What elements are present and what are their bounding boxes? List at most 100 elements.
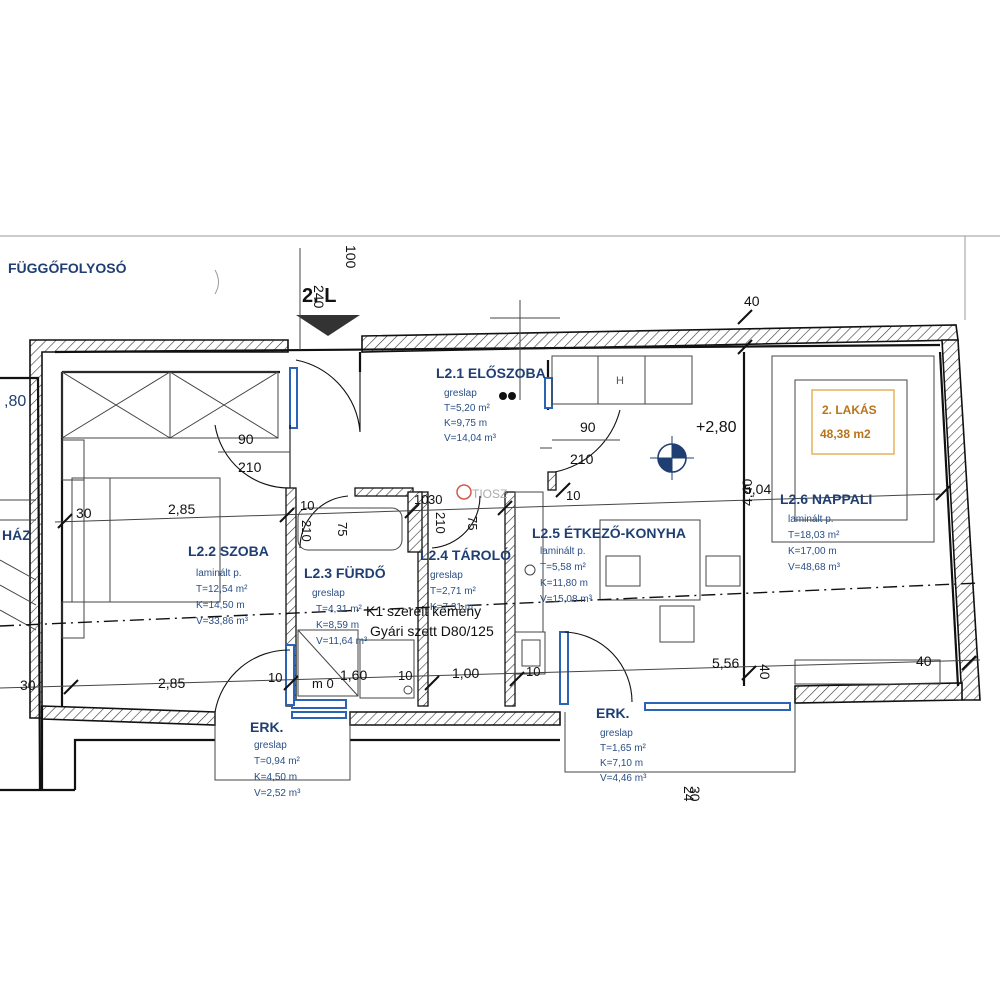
- balcony-2-outline: [564, 703, 796, 773]
- room-furdo-v: V=11,64 m³: [316, 636, 368, 647]
- section-axis: [0, 582, 981, 627]
- room-nappali-floor: laminált p.: [788, 514, 834, 525]
- room-szoba-k: K=14,50 m: [196, 600, 245, 611]
- wall-furdo-top: [354, 487, 414, 497]
- room-furdo-t: T=4,31 m²: [316, 604, 363, 615]
- room-tarolo-name: L2.4 TÁROLÓ: [420, 546, 511, 563]
- dim-m0: m 0: [312, 676, 334, 691]
- dim-door-szoba-h: 210: [238, 459, 262, 475]
- watermark: TIOSZ: [472, 487, 507, 501]
- dim-556: 5,56: [712, 655, 739, 671]
- room-furdo-name: L2.3 FÜRDŐ: [304, 564, 386, 581]
- apartment-label: 2. LAKÁS: [822, 402, 877, 417]
- room-erk2-k: K=7,10 m: [600, 758, 643, 769]
- room-erk1-t: T=0,94 m²: [254, 756, 301, 767]
- room-erk1-v: V=2,52 m³: [254, 788, 301, 799]
- room-erk1-name: ERK.: [250, 719, 283, 735]
- wall-furdo-tarolo: [417, 491, 429, 707]
- dim-210-tarolo: 210: [433, 512, 448, 534]
- dim-30-bottom: 30: [687, 786, 703, 802]
- balcony-1-outline: [214, 712, 351, 781]
- apartment-area: 48,38 m2: [820, 427, 871, 441]
- dim-line-lower: [0, 659, 981, 689]
- dim-285-lower: 2,85: [158, 675, 185, 691]
- dim-100-lower: 1,00: [452, 665, 479, 681]
- dim-10-upper-a: 10: [300, 498, 314, 513]
- room-konyha-floor: laminált p.: [540, 546, 586, 557]
- dim-504: 5,04: [744, 481, 771, 497]
- wall-shaft: [407, 491, 423, 553]
- window-erk2: [644, 702, 791, 711]
- room-eloszoba-name: L2.1 ELŐSZOBA: [436, 364, 546, 381]
- room-eloszoba-t: T=5,20 m²: [444, 403, 491, 414]
- outer-wall: [29, 339, 289, 719]
- dim-10-lower-a: 10: [268, 670, 282, 685]
- neighbour-stair: [0, 499, 37, 631]
- outer-wall-right: [941, 339, 981, 701]
- room-erk2-name: ERK.: [596, 705, 629, 721]
- dim-10-lower-b: 10: [398, 668, 412, 683]
- room-furdo-k: K=8,59 m: [316, 620, 359, 631]
- room-szoba-v: V=33,86 m³: [196, 616, 249, 627]
- room-nappali-name: L2.6 NAPPALI: [780, 491, 872, 507]
- bed: [61, 439, 221, 639]
- dim-30-upper: 30: [76, 505, 92, 521]
- dim-75-tarolo: 75: [465, 516, 480, 530]
- dim-10-upper-b: 10: [414, 492, 428, 507]
- window-konyha-side: [559, 631, 569, 705]
- level-note: +2,80: [696, 419, 737, 436]
- kitchen-counter: [514, 355, 693, 675]
- window-szoba-side: [285, 644, 295, 706]
- dim-door-szoba-w: 90: [238, 431, 254, 447]
- neighbour-height: ,80: [4, 393, 26, 410]
- apartment-box: [811, 389, 895, 455]
- outer-wall-bottom-mid: [349, 711, 561, 726]
- dining-table: [599, 519, 741, 643]
- level-marker-icon: [650, 436, 694, 480]
- entrance-door: [295, 352, 361, 433]
- neighbour-room-label: HÁZ: [2, 527, 31, 543]
- door-erk2: [564, 631, 633, 703]
- socket-icon: [499, 392, 507, 400]
- corridor-label: FÜGGŐFOLYOSÓ: [8, 259, 127, 276]
- room-szoba-t: T=12,54 m²: [196, 584, 248, 595]
- room-konyha-v: V=15,08 m³: [540, 594, 593, 605]
- bottom-outline: [73, 738, 560, 790]
- room-nappali-v: V=48,68 m³: [788, 562, 841, 573]
- room-szoba-name: L2.2 SZOBA: [188, 543, 269, 559]
- dim-210-furdo: 210: [299, 520, 314, 542]
- room-nappali-t: T=18,03 m²: [788, 530, 840, 541]
- room-erk1-floor: greslap: [254, 740, 287, 751]
- room-erk2-v: V=4,46 m³: [600, 773, 647, 784]
- room-tarolo-t: T=2,71 m²: [430, 586, 477, 597]
- dim-240: 240: [311, 285, 327, 309]
- door-erk1: [214, 649, 291, 713]
- stair-label: 2. L: [302, 285, 336, 307]
- dim-100: 100: [343, 245, 359, 269]
- outer-wall-bottom-right: [794, 682, 963, 704]
- dim-285-upper: 2,85: [168, 501, 195, 517]
- dim-10-lower-c: 10: [526, 664, 540, 679]
- room-eloszoba-k: K=9,75 m: [444, 418, 487, 429]
- room-eloszoba-v: V=14,04 m³: [444, 433, 497, 444]
- dim-440: 4,40: [739, 479, 755, 506]
- room-tarolo-floor: greslap: [430, 570, 463, 581]
- window-erk1: [291, 699, 347, 709]
- fridge-label: H: [616, 375, 624, 387]
- dim-30-upper-b: 30: [428, 492, 442, 507]
- door-konyha: [554, 409, 621, 473]
- room-tarolo-k: K=7,31 m: [430, 602, 473, 613]
- door-tarolo: [431, 495, 481, 549]
- dim-75-furdo: 75: [335, 522, 350, 536]
- dim-24: 24: [681, 786, 697, 802]
- inner-wall-top: [54, 343, 941, 354]
- room-nappali-k: K=17,00 m: [788, 546, 837, 557]
- dim-door-konyha-h: 210: [570, 451, 594, 467]
- bathtub: [297, 507, 415, 699]
- room-konyha-name: L2.5 ÉTKEZŐ-KONYHA: [532, 524, 686, 541]
- dim-line-upper: [54, 493, 941, 523]
- dim-40-top: 40: [744, 293, 760, 309]
- room-furdo-floor: greslap: [312, 588, 345, 599]
- dim-door-konyha-w: 90: [580, 419, 596, 435]
- entrance-arrow-icon: [296, 315, 360, 336]
